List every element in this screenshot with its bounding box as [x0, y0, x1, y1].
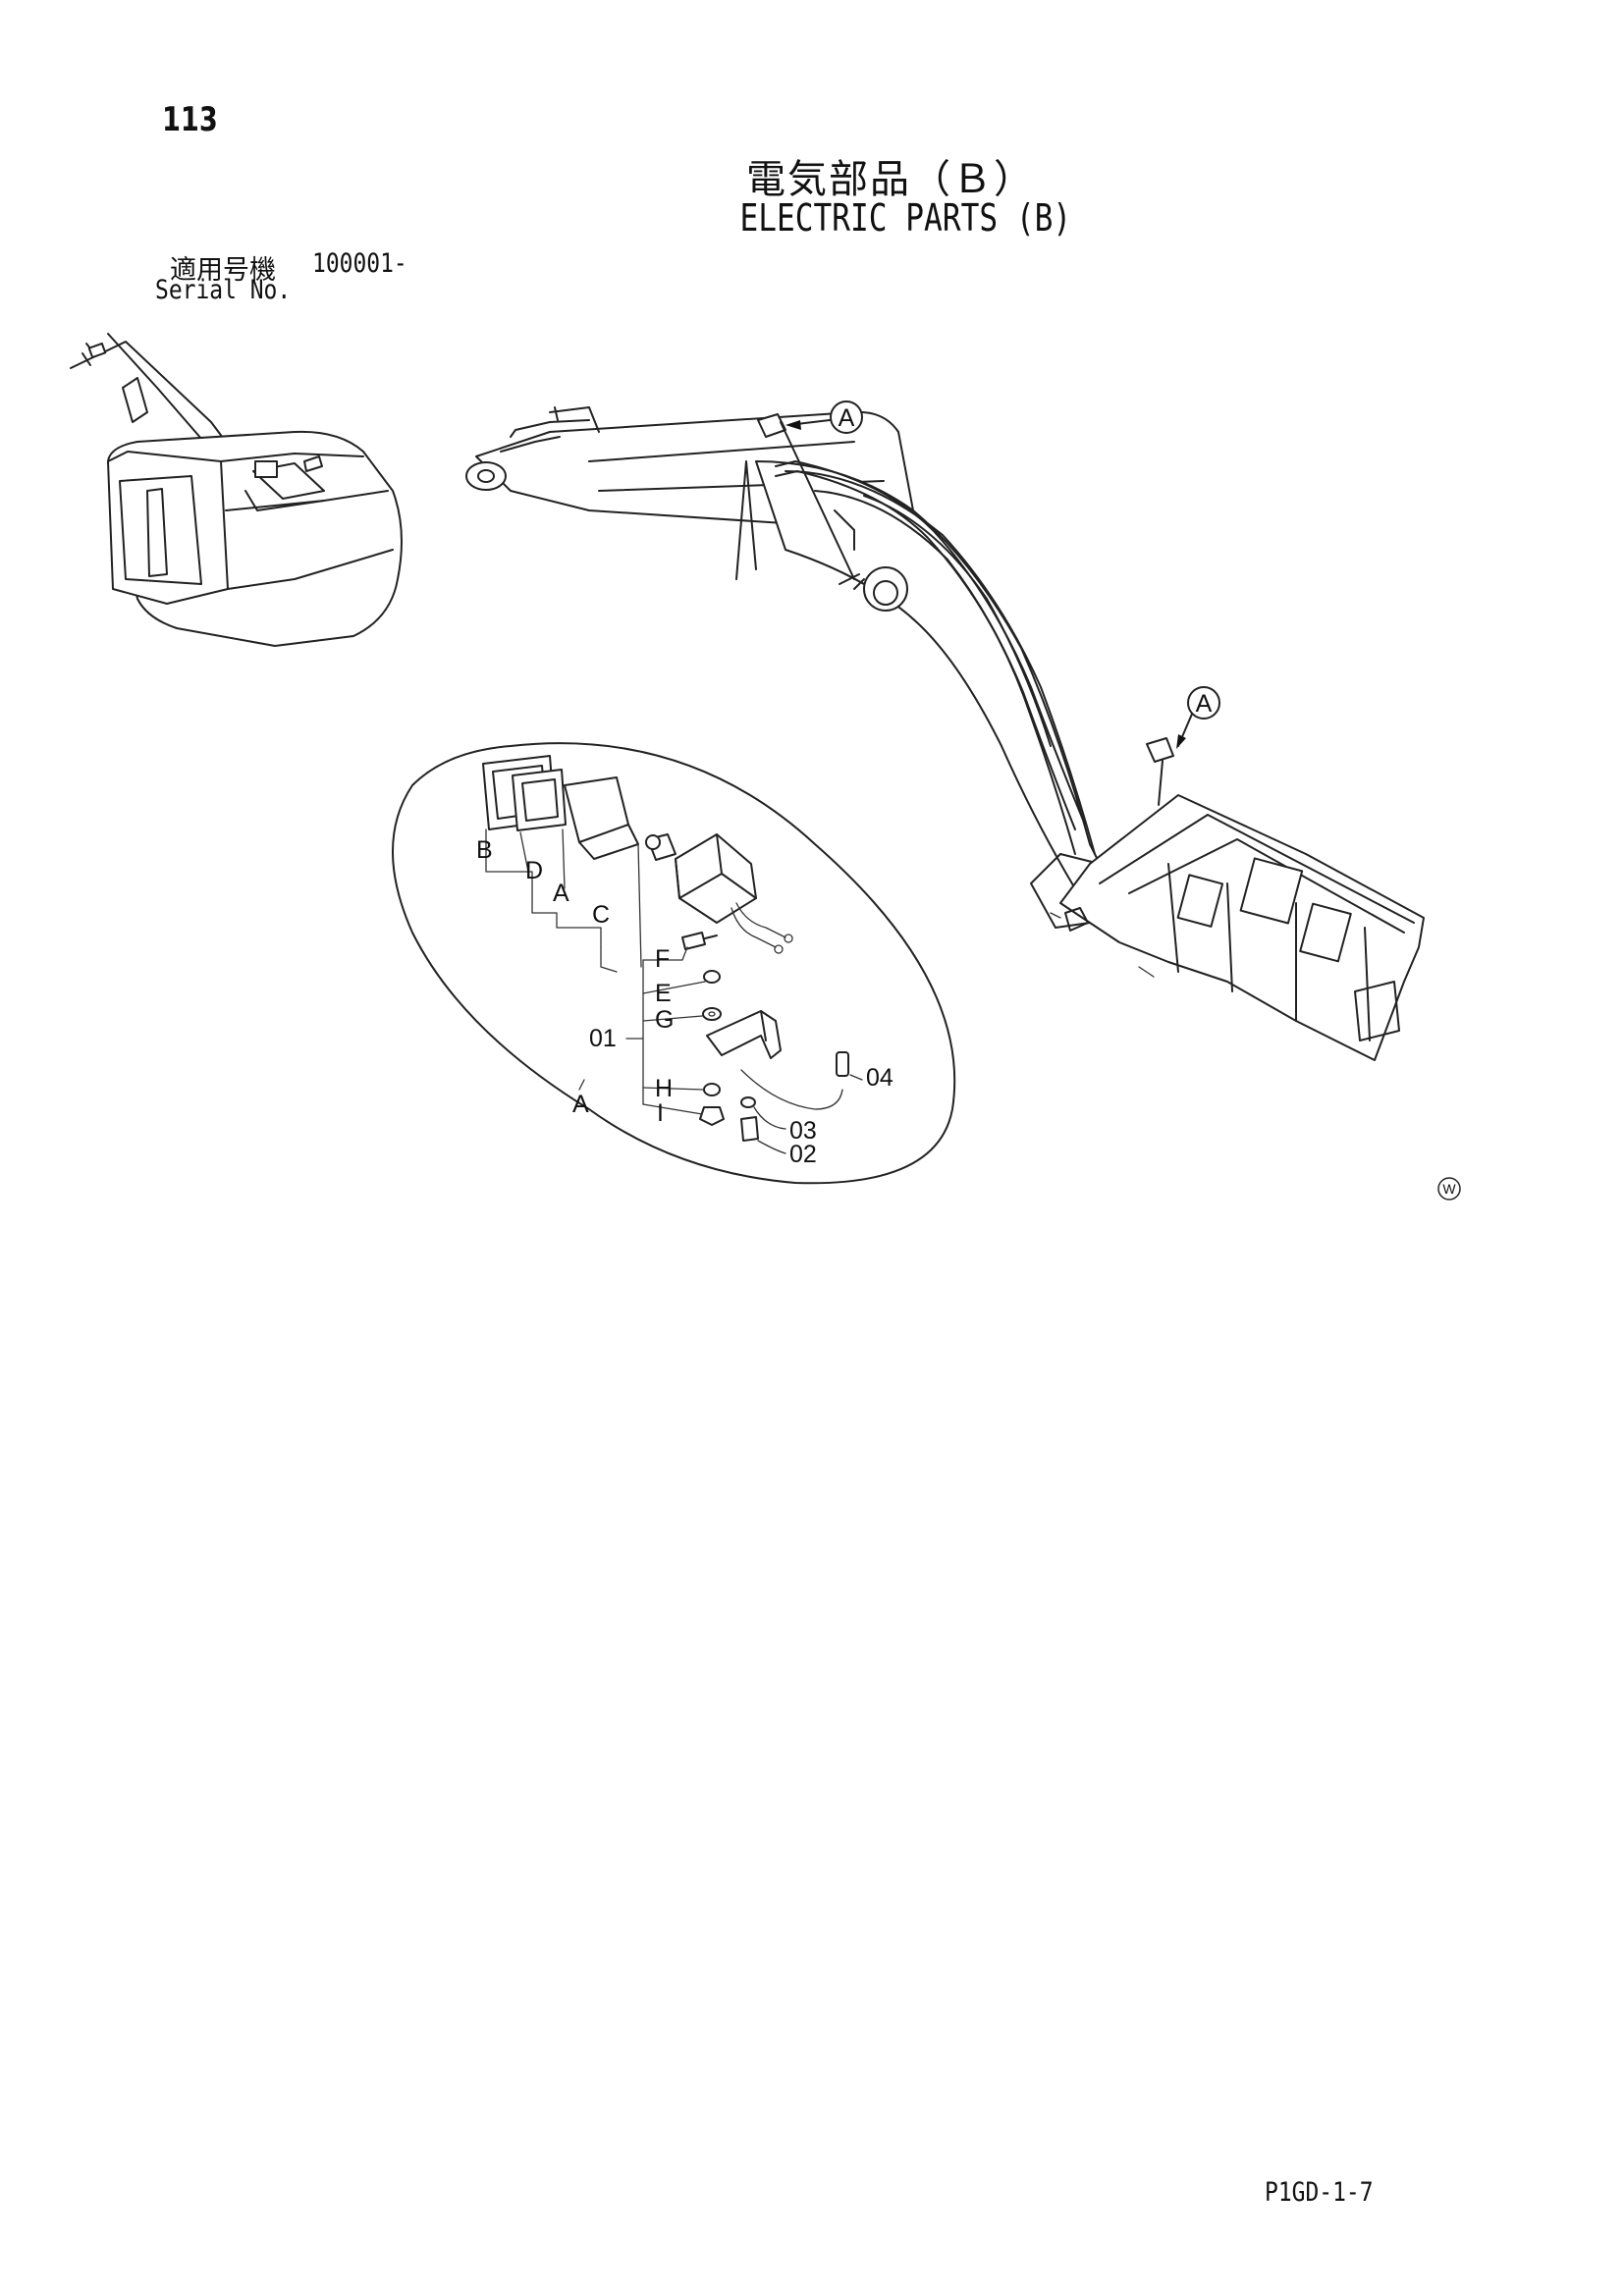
part-number-03: 03: [789, 1117, 817, 1145]
excavator-overview-illustration: [70, 333, 403, 647]
w-marker: W: [1437, 1177, 1461, 1201]
callout-a-mid: A: [1176, 686, 1220, 749]
page-title-jp: 電気部品（Ｂ）: [746, 157, 1035, 202]
sub-label-c: C: [592, 901, 610, 929]
sub-label-d: D: [525, 857, 543, 884]
part-number-02: 02: [789, 1141, 817, 1168]
serial-value: 100001-: [312, 248, 407, 279]
callout-a-top-label: A: [839, 404, 855, 432]
part-number-04: 04: [866, 1064, 893, 1092]
sub-label-f: F: [655, 945, 670, 973]
detail-view-label: A: [572, 1091, 589, 1118]
sub-label-a: A: [553, 880, 569, 907]
sub-label-i: I: [657, 1099, 664, 1127]
sub-label-b: B: [476, 836, 493, 864]
serial-label-en: Serial No.: [155, 275, 292, 305]
sub-label-g: G: [655, 1006, 674, 1034]
serial-label-jp: 適用号機: [170, 255, 276, 286]
boom-and-frame-illustration: [465, 406, 1425, 1061]
parts-group-label: 01: [589, 1025, 617, 1052]
sub-label-e: E: [655, 980, 672, 1007]
footer-code: P1GD-1-7: [1265, 2177, 1374, 2208]
detail-view-a: A 01 B D A C F E G H I 04 03 02: [392, 742, 956, 1185]
callout-a-top: A: [785, 400, 863, 434]
sub-label-h: H: [655, 1075, 673, 1102]
callout-a-mid-label: A: [1196, 690, 1213, 718]
page-title-en: ELECTRIC PARTS (B): [739, 196, 1072, 240]
w-marker-label: W: [1442, 1181, 1456, 1197]
page-number: 113: [162, 100, 218, 139]
